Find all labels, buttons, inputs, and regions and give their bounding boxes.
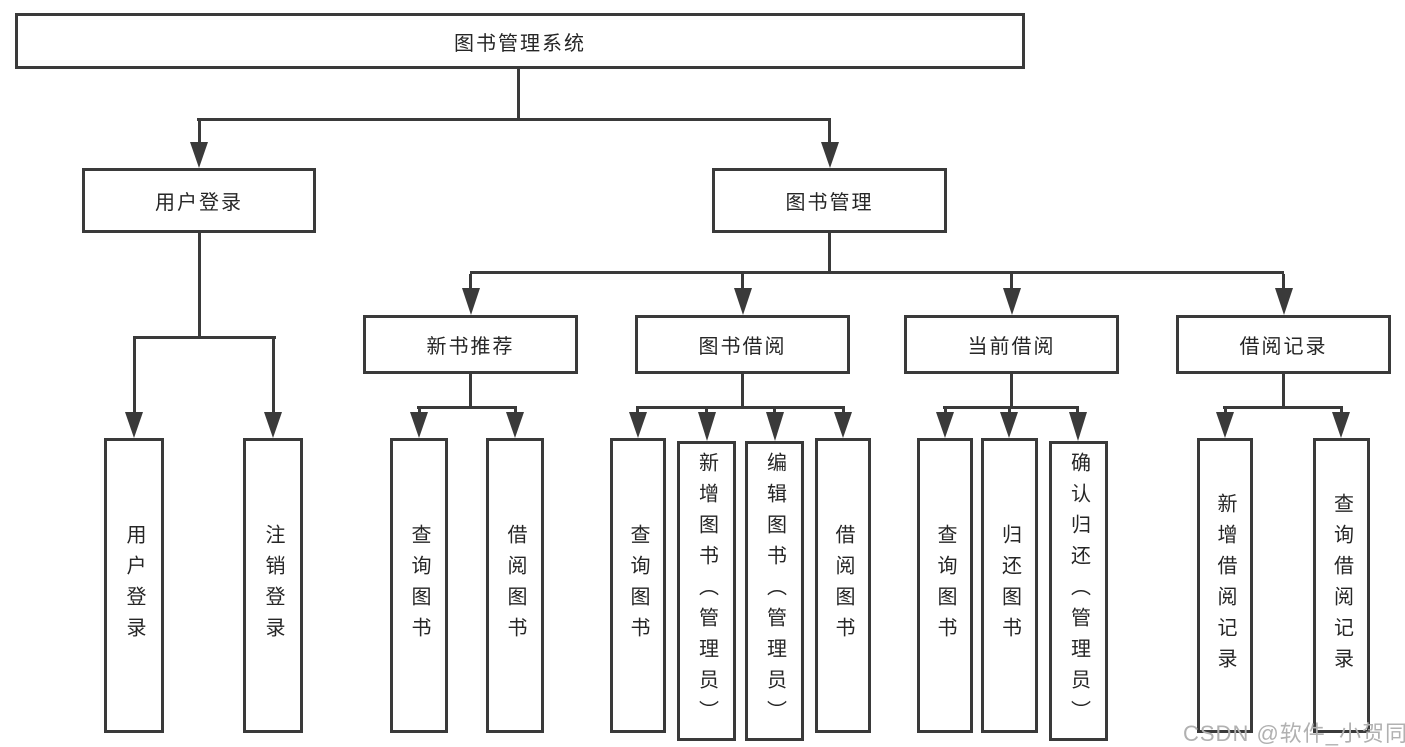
leaf-return-books: 归还图书 <box>981 438 1038 733</box>
leaf-user-login: 用户登录 <box>104 438 164 733</box>
arrowhead-down-icon <box>766 412 784 441</box>
connector-group-drop <box>741 274 744 289</box>
connector-leaf-drop <box>133 339 136 413</box>
arrowhead-down-icon <box>125 412 143 438</box>
connector-level2-rail <box>197 118 831 121</box>
arrowhead-down-icon <box>410 412 428 438</box>
connector-root-drop <box>517 69 520 121</box>
connector-leaf-drop <box>636 406 639 414</box>
connector-level3-rail <box>470 271 1284 274</box>
arrowhead-down-icon <box>834 412 852 438</box>
connector-leaf-drop <box>1224 406 1227 414</box>
connector-leaf-drop <box>1008 406 1011 414</box>
connector-cluster2-rail <box>417 406 517 409</box>
connector-leaf-drop <box>1340 406 1343 414</box>
leaf-query-books-borrow: 查询图书 <box>610 438 666 733</box>
leaf-confirm-return-admin: 确认归还（管理员） <box>1049 441 1108 741</box>
node-user-login: 用户登录 <box>82 168 316 233</box>
connector-book-mgmt-drop <box>828 121 831 144</box>
arrowhead-down-icon <box>264 412 282 438</box>
arrowhead-down-icon <box>1003 288 1021 315</box>
arrowhead-down-icon <box>1000 412 1018 438</box>
node-current-borrow: 当前借阅 <box>904 315 1119 374</box>
connector-leaf-drop <box>705 406 708 414</box>
connector-cluster4-rail <box>943 406 1079 409</box>
connector-group-drop <box>1010 274 1013 289</box>
connector-leaf-drop <box>272 339 275 413</box>
arrowhead-down-icon <box>734 288 752 315</box>
arrowhead-down-icon <box>821 142 839 168</box>
connector-group-drop <box>469 274 472 289</box>
arrowhead-down-icon <box>629 412 647 438</box>
arrowhead-down-icon <box>190 142 208 168</box>
leaf-logout: 注销登录 <box>243 438 303 733</box>
arrowhead-down-icon <box>462 288 480 315</box>
arrowhead-down-icon <box>1275 288 1293 315</box>
connector-leaf-drop <box>842 406 845 414</box>
connector-current-out <box>1010 374 1013 409</box>
arrowhead-down-icon <box>1332 412 1350 438</box>
connector-leaf-drop <box>418 406 421 414</box>
node-root-system: 图书管理系统 <box>15 13 1025 69</box>
connector-book-mgmt-out <box>828 233 831 274</box>
arrowhead-down-icon <box>506 412 524 438</box>
leaf-query-books-current: 查询图书 <box>917 438 973 733</box>
leaf-add-borrow-record: 新增借阅记录 <box>1197 438 1253 733</box>
node-borrow-records: 借阅记录 <box>1176 315 1391 374</box>
connector-leaf-drop <box>773 406 776 414</box>
arrowhead-down-icon <box>1069 412 1087 441</box>
leaf-borrow-books-recommend: 借阅图书 <box>486 438 544 733</box>
connector-user-login-drop <box>198 121 201 144</box>
arrowhead-down-icon <box>936 412 954 438</box>
leaf-edit-books-admin: 编辑图书（管理员） <box>745 441 804 741</box>
connector-cluster5-rail <box>1223 406 1343 409</box>
connector-leaf-drop <box>1076 406 1079 414</box>
connector-borrow-out <box>741 374 744 409</box>
arrowhead-down-icon <box>1216 412 1234 438</box>
leaf-add-books-admin: 新增图书（管理员） <box>677 441 736 741</box>
leaf-borrow-books: 借阅图书 <box>815 438 871 733</box>
connector-cluster1-rail <box>133 336 276 339</box>
leaf-query-books-recommend: 查询图书 <box>390 438 448 733</box>
connector-leaf-drop <box>514 406 517 414</box>
connector-user-login-out <box>198 233 201 339</box>
leaf-query-borrow-record: 查询借阅记录 <box>1313 438 1370 733</box>
connector-new-book-out <box>469 374 472 409</box>
node-book-management: 图书管理 <box>712 168 947 233</box>
connector-leaf-drop <box>944 406 947 414</box>
connector-group-drop <box>1282 274 1285 289</box>
connector-records-out <box>1282 374 1285 409</box>
csdn-watermark: CSDN @软件_小贺同学 <box>1183 721 1405 746</box>
connector-cluster3-rail <box>636 406 844 409</box>
node-book-borrow: 图书借阅 <box>635 315 850 374</box>
node-new-book-recommend: 新书推荐 <box>363 315 578 374</box>
arrowhead-down-icon <box>698 412 716 441</box>
